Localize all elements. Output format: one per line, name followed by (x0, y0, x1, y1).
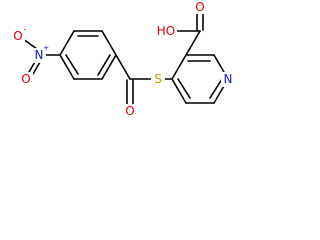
bond-n-o-bottom-b (32, 61, 41, 75)
bond-benz-6 (59, 54, 75, 80)
bond-pyr-carboxyl (185, 30, 201, 56)
bond-pyr-inner-2 (209, 78, 223, 99)
atom-carboxyl-o: O (195, 0, 204, 14)
bond-benz-4 (101, 54, 117, 80)
bond-pyr-inner-3 (177, 78, 191, 99)
atom-nitro-n: N (35, 48, 44, 62)
bond-n-o-top (22, 38, 38, 50)
charge-minus: - (24, 25, 27, 34)
atom-thioester-s: S (154, 72, 162, 86)
bond-benz-1 (59, 30, 75, 56)
bond-ring-carbonyl (115, 54, 131, 80)
bonds (22, 11, 229, 107)
atom-carboxyl-oh: HO (157, 24, 175, 38)
atom-pyridine-n: N (224, 72, 233, 86)
atom-nitro-o-bottom: O (21, 72, 30, 86)
bond-benz-3 (101, 30, 117, 56)
atom-carbonyl-o: O (125, 104, 134, 118)
bond-pyr-6 (171, 78, 187, 104)
atom-labels: O - N + O S O HO O N (12, 0, 235, 119)
charge-plus: + (43, 44, 49, 53)
molecule-structure: O - N + O S O HO O N (12, 0, 235, 119)
bond-benz-inner-2 (97, 54, 111, 76)
bond-pyr-1 (171, 54, 187, 80)
bond-benz-inner-3 (65, 54, 79, 75)
atom-nitro-o-top: O (13, 29, 22, 43)
